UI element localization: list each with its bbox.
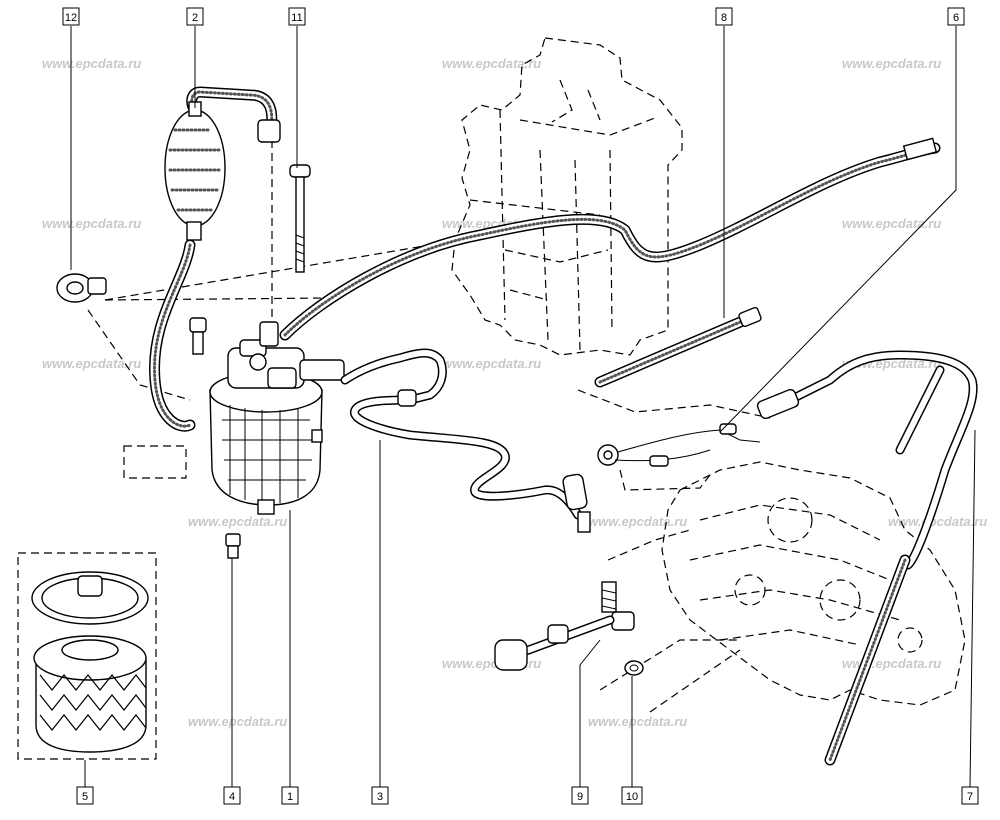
watermark: www.epcdata.ru: [842, 216, 941, 231]
callout-3: 3: [371, 786, 389, 805]
injection-pump-outline: [599, 461, 966, 713]
watermark: www.epcdata.ru: [588, 514, 687, 529]
engine-bracket-outline: [451, 37, 683, 356]
callout-8: 8: [715, 7, 733, 26]
watermark: www.epcdata.ru: [442, 56, 541, 71]
callout-4: 4: [223, 786, 241, 805]
leader-lines: [70, 26, 976, 788]
callout-9: 9: [571, 786, 589, 805]
watermark: www.epcdata.ru: [42, 56, 141, 71]
sensor-wire: [597, 423, 761, 467]
mounting-bolt: [289, 164, 311, 273]
callout-label: 12: [65, 12, 77, 24]
callout-label: 4: [229, 791, 235, 803]
return-pipe: [756, 350, 978, 766]
callout-2: 2: [186, 7, 204, 26]
watermark: www.epcdata.ru: [188, 714, 287, 729]
callout-10: 10: [621, 786, 643, 805]
rigid-fuel-pipe: [340, 348, 591, 533]
callout-label: 5: [82, 791, 88, 803]
hose-clip: [56, 273, 107, 303]
primer-pump-hose: [149, 86, 278, 432]
callout-label: 9: [577, 791, 583, 803]
callout-label: 2: [192, 12, 198, 24]
filter-element-frame: [17, 552, 157, 760]
callout-label: 10: [626, 791, 638, 803]
callout-11: 11: [288, 7, 306, 26]
callout-label: 11: [291, 12, 302, 24]
callout-label: 6: [953, 12, 959, 24]
supply-hose: [279, 137, 941, 341]
callout-1: 1: [281, 786, 299, 805]
callout-5: 5: [76, 786, 94, 805]
filter-location-placeholder: [123, 445, 187, 479]
callout-label: 1: [287, 791, 293, 803]
callout-label: 8: [721, 12, 727, 24]
watermark: www.epcdata.ru: [842, 656, 941, 671]
assembly-guide-lines: [17, 140, 771, 760]
callout-label: 3: [377, 791, 383, 803]
primer-bulb: [164, 101, 281, 241]
watermark: www.epcdata.ru: [842, 56, 941, 71]
drain-screw: [225, 533, 241, 559]
watermark: www.epcdata.ru: [188, 514, 287, 529]
short-hose: [594, 306, 762, 388]
watermark: www.epcdata.ru: [588, 714, 687, 729]
watermark: www.epcdata.ru: [42, 216, 141, 231]
callout-6: 6: [947, 7, 965, 26]
injector-connector: [494, 615, 615, 671]
watermark: www.epcdata.ru: [888, 514, 987, 529]
watermark: www.epcdata.ru: [442, 356, 541, 371]
filter-element: [31, 571, 149, 753]
fuel-filter-housing: [209, 321, 345, 515]
callout-label: 7: [967, 791, 973, 803]
callout-12: 12: [62, 7, 80, 26]
watermark: www.epcdata.ru: [42, 356, 141, 371]
banjo-bolt: [601, 581, 644, 676]
callout-7: 7: [961, 786, 979, 805]
bleed-screw: [189, 317, 207, 355]
